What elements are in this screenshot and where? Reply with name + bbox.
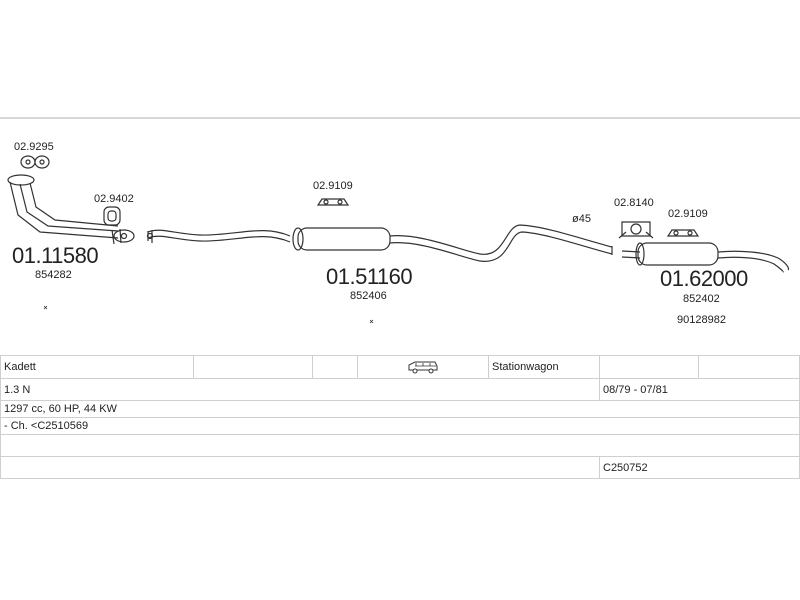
hanger-02-8140-label: 02.8140 xyxy=(614,197,654,209)
part-number-rear-silencer: 01.62000 xyxy=(660,266,748,291)
empty-cell xyxy=(599,355,699,379)
empty-cell xyxy=(698,355,800,379)
station-wagon-car-icon xyxy=(408,361,438,374)
part-number-front-pipe: 01.11580 xyxy=(12,243,99,268)
empty-cell xyxy=(312,355,358,379)
table-row: 1.3 N 08/79 - 07/81 xyxy=(0,378,800,401)
part-number-center-section: 01.51160 xyxy=(326,264,413,289)
top-frame-line xyxy=(0,117,800,119)
engine-cell: 1.3 N xyxy=(0,378,600,401)
hanger-02-9109-middle-drawing xyxy=(316,198,350,206)
hanger-02-9109-rear-drawing xyxy=(666,229,700,237)
part-ref-center-section: 852406 xyxy=(350,290,387,302)
part-ref2-rear-silencer: 90128982 xyxy=(677,314,726,326)
model-cell: Kadett xyxy=(0,355,194,379)
table-row: 1297 cc, 60 HP, 44 KW xyxy=(0,400,800,418)
table-row: - Ch. <C2510569 xyxy=(0,417,800,435)
center-pipe-drawing xyxy=(146,224,613,262)
code-cell: C250752 xyxy=(599,456,800,479)
empty-cell xyxy=(0,456,600,479)
body-type-cell: Stationwagon xyxy=(488,355,600,379)
vehicle-spec-table: Kadett Stationwagon 1.3 N 08/79 - 07/81 … xyxy=(0,355,800,479)
rear-silencer-drawing xyxy=(621,242,790,273)
spec-cell: 1297 cc, 60 HP, 44 KW xyxy=(0,400,800,418)
table-row: Kadett Stationwagon xyxy=(0,355,800,379)
table-row xyxy=(0,434,800,457)
part-ref-front-pipe: 854282 xyxy=(35,269,72,281)
gasket-02-9295-drawing xyxy=(20,155,50,169)
chassis-cell: - Ch. <C2510569 xyxy=(0,417,800,435)
empty-row-cell xyxy=(0,434,800,457)
hanger-02-9109-rear-label: 02.9109 xyxy=(668,208,708,220)
gasket-02-9295-label: 02.9295 xyxy=(14,141,54,153)
diameter-label: ø45 xyxy=(572,213,591,225)
body-icon-cell xyxy=(357,355,489,379)
clamp-02-9402-label: 02.9402 xyxy=(94,193,134,205)
clamp-02-9402-drawing xyxy=(103,206,121,226)
empty-cell xyxy=(193,355,313,379)
exhaust-system-diagram xyxy=(7,155,790,324)
hanger-02-8140-drawing xyxy=(618,221,654,239)
table-row: C250752 xyxy=(0,456,800,479)
period-cell: 08/79 - 07/81 xyxy=(599,378,800,401)
front-pipe-drawing xyxy=(7,174,135,245)
hanger-02-9109-middle-label: 02.9109 xyxy=(313,180,353,192)
part-ref-rear-silencer: 852402 xyxy=(683,293,720,305)
